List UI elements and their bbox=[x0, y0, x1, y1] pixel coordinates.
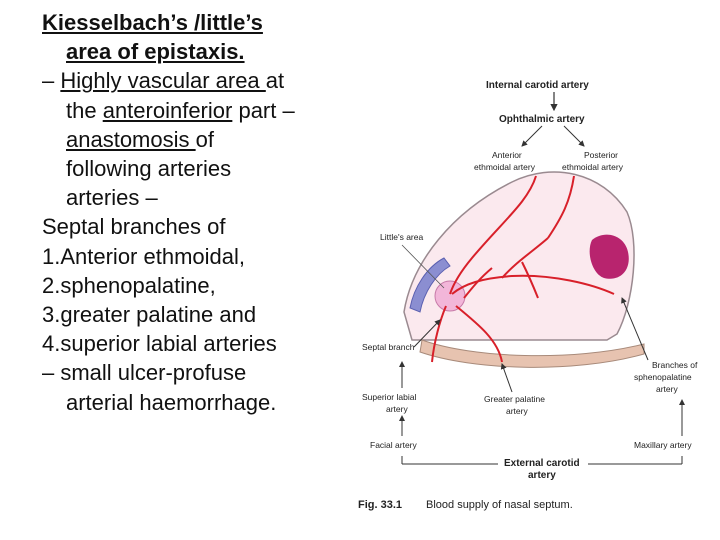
bullet-line: – Highly vascular area at bbox=[42, 66, 372, 95]
text-span: of bbox=[195, 126, 214, 152]
text-span: the bbox=[66, 97, 103, 123]
figure-caption-number: Fig. 33.1 bbox=[358, 499, 402, 511]
branches-sphenopalatine-label-1: Branches of bbox=[652, 360, 698, 370]
bullet-line: arterial haemorrhage. bbox=[66, 389, 277, 415]
artery-network bbox=[431, 175, 615, 363]
branches-sphenopalatine-label-3: artery bbox=[656, 384, 678, 394]
arrow bbox=[413, 319, 441, 348]
superior-labial-artery bbox=[431, 305, 447, 363]
bullet-line: following arteries bbox=[66, 156, 232, 182]
posterior-ethmoidal-artery bbox=[547, 175, 575, 239]
hard-palate bbox=[419, 339, 645, 368]
septal-branch-label: Septal branch bbox=[362, 342, 415, 352]
arrow bbox=[521, 125, 543, 147]
bullet-line: anastomosis of bbox=[42, 125, 372, 154]
greater-palatine-label-2: artery bbox=[506, 406, 528, 416]
anterior-ethmoidal-label-1: Anterior bbox=[492, 150, 522, 160]
bullet-line: the anteroinferior part – bbox=[42, 96, 372, 125]
list-item: 2.sphenopalatine, bbox=[42, 272, 216, 298]
slide-text: Kiesselbach’s /little’s area of epistaxi… bbox=[42, 8, 372, 417]
bullet-line: – small ulcer-profuse bbox=[42, 360, 247, 386]
maxillary-artery-label: Maxillary artery bbox=[634, 440, 692, 450]
nasal-bone bbox=[409, 257, 451, 313]
posterior-ethmoidal-label-1: Posterior bbox=[584, 150, 618, 160]
dash: – bbox=[42, 68, 61, 94]
arrow bbox=[500, 363, 513, 393]
ophthalmic-label: Ophthalmic artery bbox=[499, 114, 585, 125]
greater-palatine-artery bbox=[455, 305, 503, 363]
figure-caption-text: Blood supply of nasal septum. bbox=[426, 499, 573, 511]
slide-title-line-1: Kiesselbach’s /little’s bbox=[42, 10, 263, 35]
list-item: 1.Anterior ethmoidal, bbox=[42, 243, 245, 269]
pointer-line bbox=[401, 244, 445, 289]
superior-labial-label-2: artery bbox=[386, 404, 408, 414]
internal-carotid-label: Internal carotid artery bbox=[486, 80, 589, 91]
nasal-septum-blood-supply-figure: Internal carotid artery Ophthalmic arter… bbox=[358, 80, 698, 511]
littles-area bbox=[434, 280, 466, 312]
greater-palatine-label-1: Greater palatine bbox=[484, 394, 545, 404]
septal-branch-vessels bbox=[463, 237, 549, 299]
anterior-ethmoidal-label-2: ethmoidal artery bbox=[474, 162, 536, 172]
external-carotid-label-1: External carotid bbox=[504, 458, 580, 469]
littles-area-label: Little's area bbox=[380, 232, 423, 242]
slide-title-line-2: area of epistaxis. bbox=[66, 39, 245, 65]
arrow bbox=[621, 297, 649, 361]
sphenoid-sinus bbox=[589, 234, 629, 279]
text-span: at bbox=[265, 68, 285, 94]
highlight-text: anastomosis bbox=[66, 126, 196, 152]
text-span: part – bbox=[232, 97, 295, 123]
arrow bbox=[563, 125, 585, 147]
highlight-text: Highly vascular area bbox=[60, 68, 266, 94]
facial-artery-label: Facial artery bbox=[370, 440, 418, 450]
list-item: 4.superior labial arteries bbox=[42, 331, 277, 357]
highlight-text: anteroinferior bbox=[102, 97, 233, 123]
external-carotid-label-2: artery bbox=[528, 470, 556, 481]
superior-labial-label-1: Superior labial bbox=[362, 392, 416, 402]
posterior-ethmoidal-label-2: ethmoidal artery bbox=[562, 162, 624, 172]
bullet-line: arteries – bbox=[66, 185, 158, 211]
list-item: 3.greater palatine and bbox=[42, 302, 257, 328]
sphenopalatine-artery bbox=[451, 274, 615, 295]
branches-sphenopalatine-label-2: sphenopalatine bbox=[634, 372, 692, 382]
anterior-ethmoidal-artery bbox=[449, 175, 537, 295]
bullet-line: Septal branches of bbox=[42, 214, 226, 240]
